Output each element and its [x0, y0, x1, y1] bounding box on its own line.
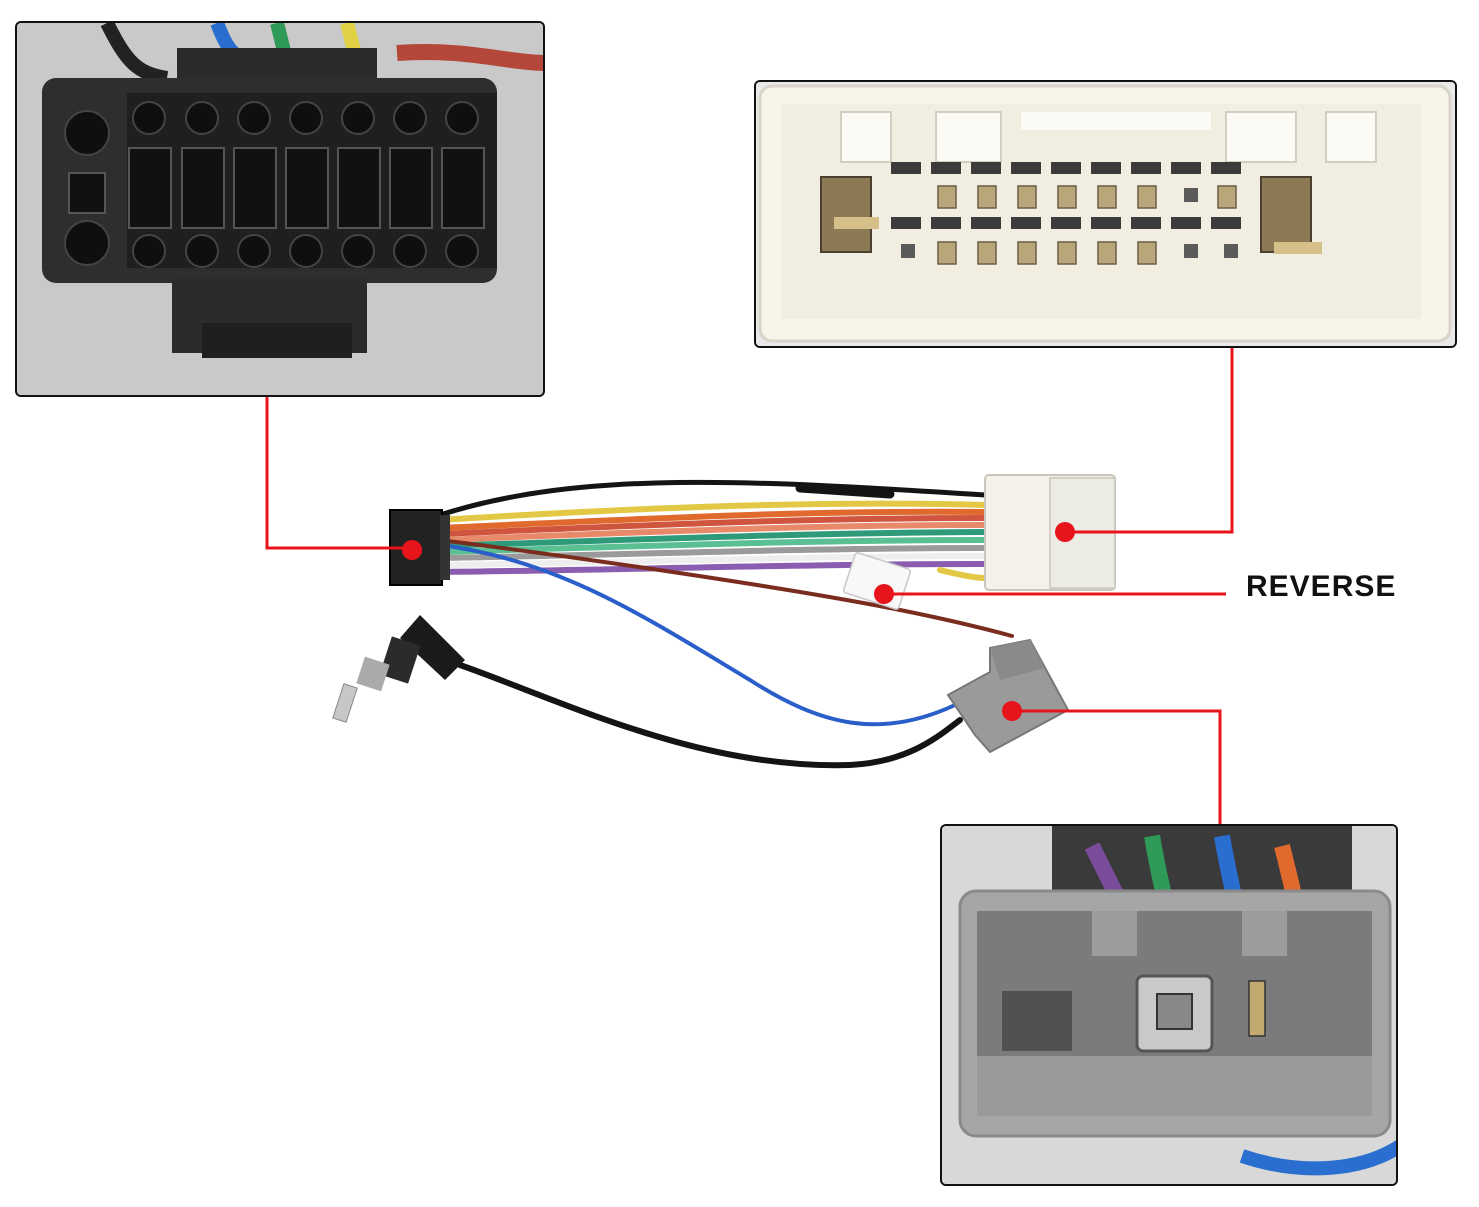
- grey-connector: [946, 638, 1070, 754]
- wire-yellow: [437, 500, 988, 523]
- black-connector-closeup-image: [17, 23, 543, 395]
- callout-dot-white-connector: [1055, 522, 1075, 542]
- callout-line-white-connector: [1065, 348, 1234, 534]
- wire-purple: [437, 561, 988, 575]
- wire-salmon: [437, 522, 988, 543]
- reverse-wire: [438, 538, 1014, 638]
- white-connector-closeup-image: [756, 82, 1455, 346]
- wire-orange: [437, 508, 988, 531]
- callout-line-black-connector: [265, 397, 412, 550]
- grey-connector-closeup-image: [942, 826, 1396, 1184]
- wire-white: [437, 553, 988, 568]
- rca-antenna-plug: [332, 615, 465, 723]
- callout-dot-reverse: [874, 584, 894, 604]
- white-connector-closeup-panel: [754, 80, 1457, 348]
- wire-black: [437, 479, 988, 518]
- callout-line-grey-connector: [1012, 709, 1222, 824]
- callout-lines: [265, 348, 1234, 824]
- black-connector-closeup-panel: [15, 21, 545, 397]
- callout-dot-grey-connector: [1002, 701, 1022, 721]
- wire-red: [437, 515, 988, 537]
- antenna-cable: [457, 662, 963, 769]
- grey-connector-closeup-panel: [940, 824, 1398, 1186]
- wire-black-sleeve: [795, 483, 895, 499]
- wire-green: [437, 529, 988, 549]
- wire-grey: [437, 545, 988, 561]
- reverse-label: REVERSE: [1246, 570, 1397, 603]
- wire-yellow-short: [937, 567, 988, 581]
- wire-blue: [438, 543, 957, 727]
- callout-dot-black-connector: [402, 540, 422, 560]
